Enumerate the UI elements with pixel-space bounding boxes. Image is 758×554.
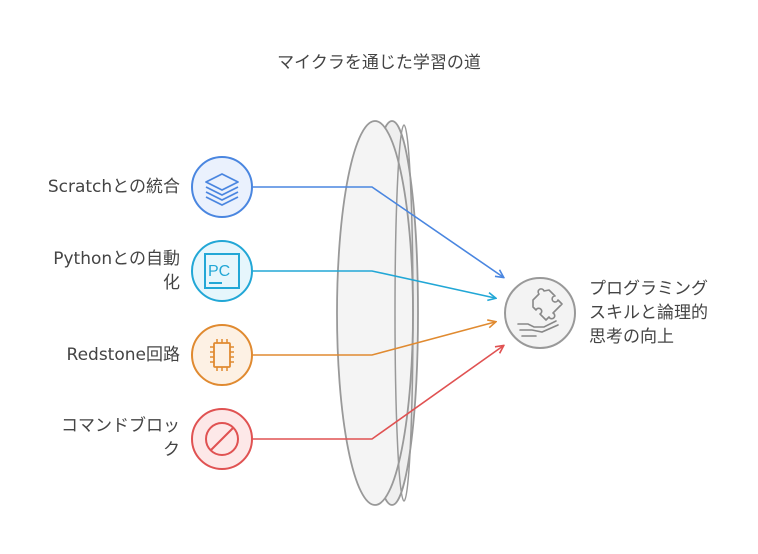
label-redstone: Redstone回路 [67, 343, 180, 367]
layers-icon [191, 156, 253, 218]
label-line: Redstone回路 [66, 345, 180, 365]
label-python: Pythonとの自動化 [53, 247, 180, 295]
output-line: スキルと論理的 [589, 303, 708, 323]
label-line: Pythonとの自動 [53, 249, 180, 269]
output-label: プログラミング スキルと論理的 思考の向上 [589, 277, 708, 349]
diagram-title: マイクラを通じた学習の道 [277, 53, 481, 73]
output-line: プログラミング [589, 279, 708, 299]
connector-redstone [252, 322, 495, 356]
chip-icon [191, 324, 253, 386]
connector-command [252, 346, 503, 440]
label-scratch: Scratchとの統合 [48, 175, 180, 199]
connector-python [252, 270, 495, 298]
lens [336, 120, 419, 506]
label-line: ク [163, 440, 180, 460]
prohibited-icon [191, 408, 253, 470]
label-line: コマンドブロッ [61, 416, 180, 436]
puzzle-hand-icon [504, 277, 576, 349]
label-line: 化 [163, 273, 180, 293]
label-command-block: コマンドブロック [61, 414, 180, 462]
output-line: 思考の向上 [589, 327, 674, 347]
pycharm-icon: PC [191, 240, 253, 302]
label-line: Scratchとの統合 [47, 177, 180, 197]
svg-text:PC: PC [208, 263, 230, 280]
connector-scratch [252, 186, 503, 277]
